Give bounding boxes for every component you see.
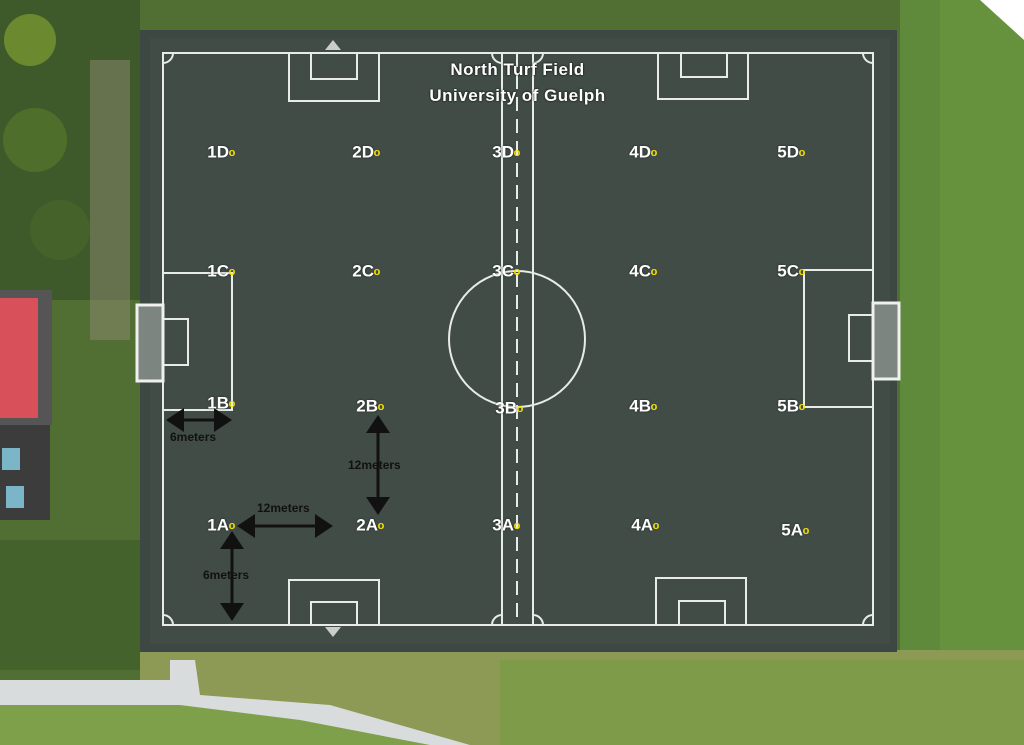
point-label-5d: 5D	[777, 142, 799, 162]
point-marker-3a: o	[513, 520, 521, 533]
point-marker-1a: o	[228, 520, 236, 533]
point-marker-2a: o	[377, 520, 385, 533]
label-12meters-vertical: 12meters	[348, 458, 401, 472]
point-marker-4c: o	[650, 266, 658, 279]
point-label-4c: 4C	[629, 261, 651, 281]
point-label-3c: 3C	[492, 261, 514, 281]
point-marker-2c: o	[373, 266, 381, 279]
right-goal-net	[871, 301, 901, 381]
point-marker-4b: o	[650, 401, 658, 414]
point-marker-4a: o	[652, 520, 660, 533]
point-marker-1d: o	[228, 147, 236, 160]
point-label-1d: 1D	[207, 142, 229, 162]
point-label-3a: 3A	[492, 515, 514, 535]
point-label-5c: 5C	[777, 261, 799, 281]
point-marker-1b: o	[228, 398, 236, 411]
point-marker-4d: o	[650, 147, 658, 160]
point-label-5a: 5A	[781, 520, 803, 540]
point-label-4a: 4A	[631, 515, 653, 535]
point-label-1c: 1C	[207, 261, 229, 281]
point-label-2a: 2A	[356, 515, 378, 535]
point-marker-2d: o	[373, 147, 381, 160]
left-goal-net	[135, 303, 165, 383]
point-marker-1c: o	[228, 266, 236, 279]
point-marker-3b: o	[516, 403, 524, 416]
point-marker-5a: o	[802, 525, 810, 538]
point-label-1b: 1B	[207, 393, 229, 413]
point-label-3b: 3B	[495, 398, 517, 418]
label-6meters-vertical: 6meters	[203, 568, 250, 582]
building-roof	[0, 298, 38, 418]
dirt-path	[90, 60, 130, 340]
point-marker-3d: o	[513, 147, 521, 160]
map-subtitle: University of Guelph	[429, 86, 606, 105]
point-label-2d: 2D	[352, 142, 374, 162]
point-marker-5b: o	[798, 401, 806, 414]
point-marker-5d: o	[798, 147, 806, 160]
corner-tag	[980, 0, 1024, 40]
point-label-1a: 1A	[207, 515, 229, 535]
point-label-5b: 5B	[777, 396, 799, 416]
point-marker-2b: o	[377, 401, 385, 414]
point-label-2b: 2B	[356, 396, 378, 416]
point-label-3d: 3D	[492, 142, 514, 162]
label-12meters-horizontal: 12meters	[257, 501, 310, 515]
map-title: North Turf Field	[450, 60, 585, 79]
point-label-4b: 4B	[629, 396, 651, 416]
point-marker-3c: o	[513, 266, 521, 279]
point-marker-5c: o	[798, 266, 806, 279]
label-6meters-horizontal: 6meters	[170, 430, 217, 444]
point-label-4d: 4D	[629, 142, 651, 162]
point-label-2c: 2C	[352, 261, 374, 281]
